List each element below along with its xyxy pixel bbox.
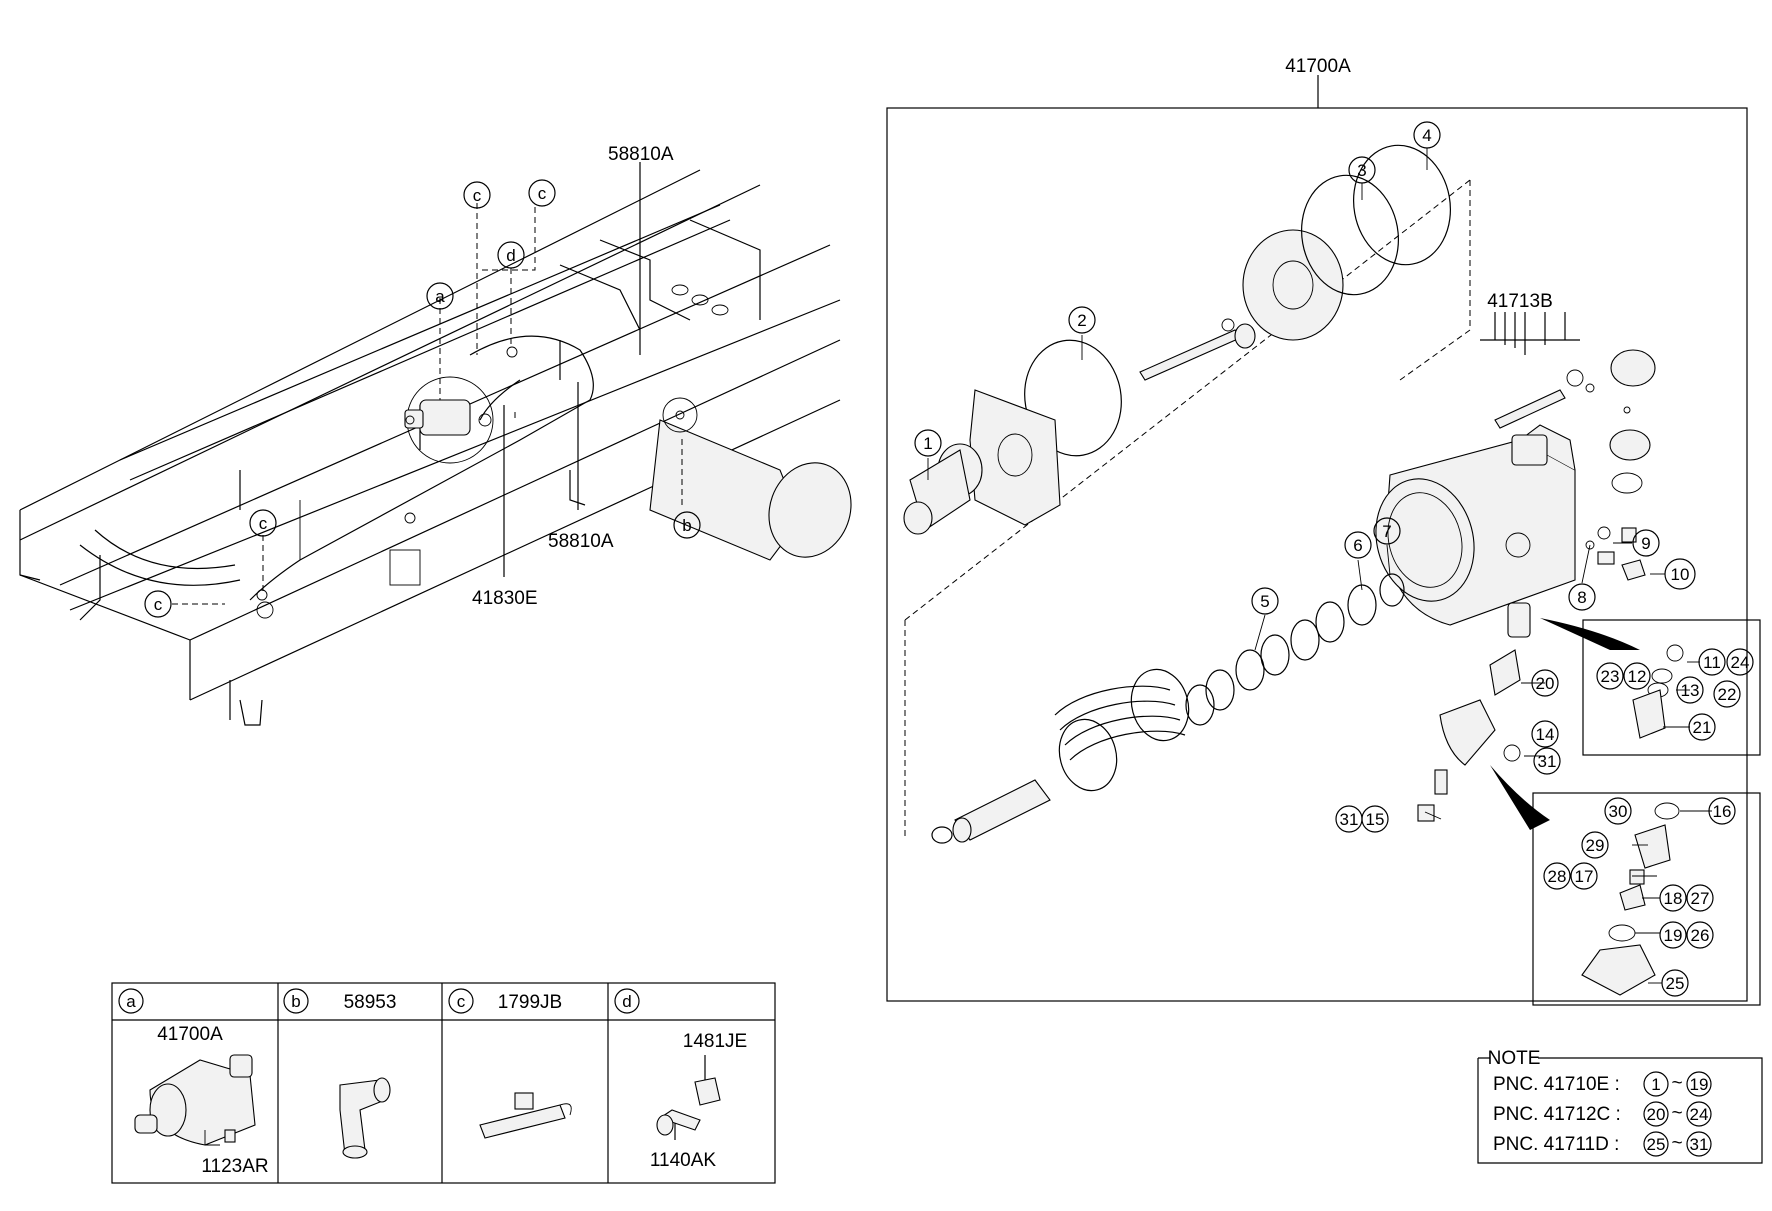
callout-a: a (435, 287, 445, 306)
legend-a-part-1123ar: 1123AR (201, 1156, 268, 1177)
part-9: 9 (1641, 534, 1650, 553)
legend-c-clip-drawing (479, 1092, 572, 1139)
part-26: 26 (1691, 926, 1710, 945)
part-21: 21 (1693, 718, 1712, 737)
label-41830e: 41830E (472, 588, 538, 609)
callout-c-mid: c (259, 514, 268, 533)
note-row-3-from: 25 (1647, 1135, 1666, 1154)
label-41700a: 41700A (1285, 56, 1351, 77)
legend-code-c: 1799JB (498, 992, 562, 1013)
part-3: 3 (1357, 161, 1366, 180)
label-58810a-top: 58810A (608, 144, 674, 165)
valve-group: 41713B (1480, 291, 1656, 494)
detail-box-upper (1540, 618, 1761, 756)
detail-box-lower (1490, 765, 1761, 1006)
note-row-3-pnc: PNC. 41711D : (1493, 1134, 1619, 1155)
note-title: NOTE (1488, 1048, 1541, 1069)
label-41713b: 41713B (1487, 291, 1553, 312)
callout-c-left: c (154, 595, 163, 614)
part-31-right: 31 (1538, 752, 1557, 771)
legend-b-elbow-drawing (339, 1077, 391, 1159)
part-28: 28 (1548, 867, 1567, 886)
chassis-hoses (249, 335, 594, 619)
part-25: 25 (1666, 974, 1685, 993)
note-row-2-from: 20 (1647, 1105, 1666, 1124)
chassis-leaders (172, 162, 683, 605)
part-12: 12 (1628, 667, 1647, 686)
note-row-3-sep: ~ (1671, 1133, 1682, 1154)
exploded-leaders (927, 148, 1712, 984)
part-20: 20 (1536, 674, 1555, 693)
legend-d-part-1481je: 1481JE (683, 1031, 747, 1052)
lower-valves (1417, 526, 1646, 822)
air-tank (649, 397, 852, 561)
legend-key-b: b (291, 992, 300, 1011)
part-27: 27 (1691, 889, 1710, 908)
note-row-2-sep: ~ (1671, 1103, 1682, 1124)
booster-housing (1375, 424, 1576, 626)
note-box: NOTE PNC. 41710E : 1 ~ 19 PNC. 41712C : … (1477, 1048, 1763, 1164)
part-14: 14 (1536, 725, 1555, 744)
part-31-left: 31 (1340, 810, 1359, 829)
part-18: 18 (1664, 889, 1683, 908)
part-22: 22 (1718, 685, 1737, 704)
legend-table: a b 58953 c 1799JB d 41700A 1123AR (111, 982, 776, 1184)
exploded-view-frame: 41700A (886, 56, 1748, 1002)
note-row-3-to: 31 (1690, 1135, 1709, 1154)
part-callouts: 1 2 3 4 5 6 7 8 9 10 11 12 13 14 15 16 1… (914, 121, 1754, 997)
part-23: 23 (1601, 667, 1620, 686)
note-row-2-pnc: PNC. 41712C : (1493, 1104, 1621, 1125)
legend-d-part-1140ak: 1140AK (650, 1150, 717, 1171)
note-row-1-to: 19 (1690, 1075, 1709, 1094)
part-4: 4 (1422, 126, 1431, 145)
callout-c-top-2: c (538, 184, 547, 203)
chassis-callouts: a c c d c c b (144, 179, 701, 618)
part-15: 15 (1366, 810, 1385, 829)
part-16: 16 (1713, 802, 1732, 821)
rear-boot (903, 443, 983, 535)
part-5: 5 (1260, 592, 1269, 611)
part-7: 7 (1382, 522, 1391, 541)
legend-code-b: 58953 (344, 992, 397, 1013)
part-8: 8 (1577, 588, 1586, 607)
spring-and-rings (931, 573, 1405, 844)
legend-a-part-41700a: 41700A (157, 1024, 223, 1045)
part-29: 29 (1586, 836, 1605, 855)
legend-d-bolt-drawing (656, 1055, 721, 1140)
part-6: 6 (1353, 536, 1362, 555)
part-11: 11 (1703, 653, 1721, 672)
legend-key-c: c (457, 992, 466, 1011)
note-row-2-to: 24 (1690, 1105, 1709, 1124)
part-1: 1 (923, 434, 932, 453)
part-2: 2 (1077, 311, 1086, 330)
legend-a-booster-drawing (134, 1054, 256, 1146)
part-13: 13 (1681, 681, 1700, 700)
note-row-1-from: 1 (1651, 1075, 1660, 1094)
callout-c-top-1: c (473, 186, 482, 205)
callout-b: b (682, 516, 691, 535)
legend-key-d: d (622, 992, 631, 1011)
part-30: 30 (1609, 802, 1628, 821)
part-24: 24 (1731, 653, 1750, 672)
chassis-clutch-booster (404, 376, 494, 464)
note-row-1-sep: ~ (1671, 1073, 1682, 1094)
part-10: 10 (1671, 565, 1690, 584)
callout-d: d (506, 246, 515, 265)
label-58810a-bottom: 58810A (548, 531, 614, 552)
note-row-1-pnc: PNC. 41710E : (1493, 1074, 1620, 1095)
legend-key-a: a (126, 992, 136, 1011)
diaphragm-assembly (969, 144, 1452, 526)
part-17: 17 (1575, 867, 1594, 886)
part-19: 19 (1664, 926, 1683, 945)
